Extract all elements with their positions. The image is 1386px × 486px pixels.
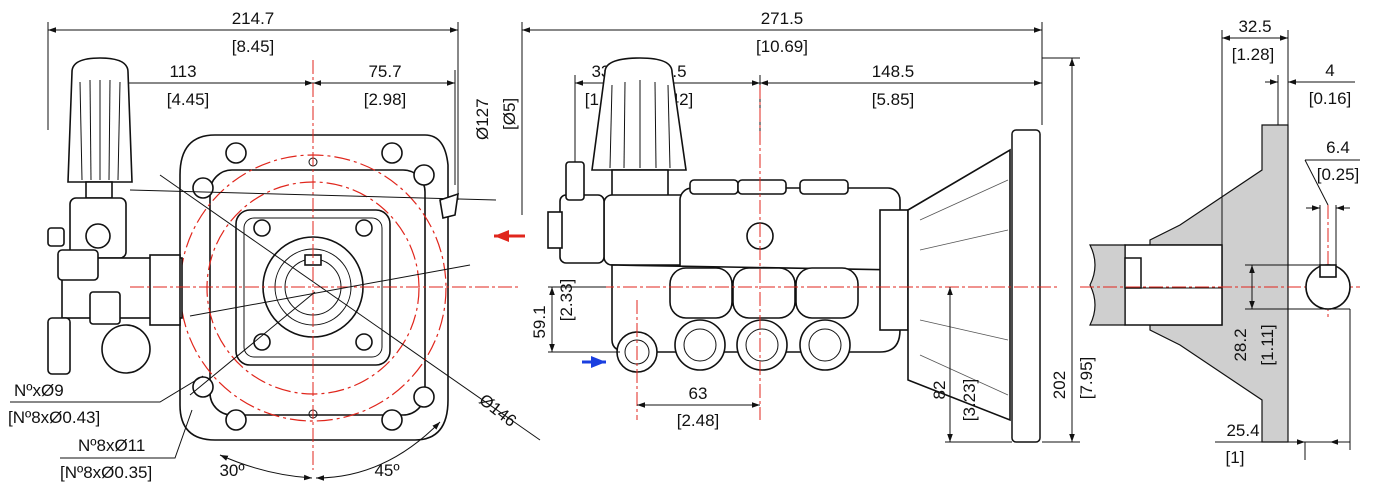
- dim-bolt-circle-in: [Ø5]: [500, 98, 519, 130]
- dim-angle-left: 30º: [219, 461, 244, 480]
- dim-outer-circle: Ø146: [476, 390, 520, 431]
- dim-holes-small-in: [Nº8xØ0.43]: [8, 408, 100, 427]
- dim-overall-width-in: [8.45]: [232, 37, 275, 56]
- dim-holes-large-in: [Nº8xØ0.35]: [60, 463, 152, 482]
- dim-right-offset-in: [2.98]: [364, 90, 407, 109]
- dim-flange-offset-in: [5.85]: [872, 90, 915, 109]
- dim-shaft-dia: 28.2: [1231, 328, 1250, 361]
- dim-left-offset: 113: [169, 62, 196, 81]
- dim-lip-in: [0.16]: [1309, 89, 1352, 108]
- dim-right-offset: 75.7: [368, 62, 401, 81]
- dim-overall-length-in: [10.69]: [756, 37, 808, 56]
- dim-angle-right: 45º: [374, 461, 399, 480]
- dim-shaft-height-in: [3.23]: [960, 379, 979, 422]
- dim-overall-height: 202: [1050, 371, 1069, 399]
- dim-bolt-circle: Ø127: [473, 98, 492, 140]
- section-view: 32.5 [1.28] 4 [0.16] 6.4 [0.25] 28.2 [1.…: [1080, 17, 1360, 467]
- dim-flange-width-in: [1.28]: [1232, 45, 1275, 64]
- unloader-valve: [47, 57, 183, 375]
- dim-inlet-height-in: [2.33]: [557, 279, 576, 322]
- dim-inlet-height: 59.1: [530, 305, 549, 338]
- dim-holes-large: Nº8xØ11: [78, 436, 145, 455]
- dim-holes-small: NºxØ9: [14, 381, 64, 400]
- dim-lip: 4: [1325, 61, 1334, 80]
- side-view: 271.5 [10.69] 33.2 [1.31] 61.5 [2.42] 14…: [521, 9, 1096, 443]
- dim-flange-offset: 148.5: [872, 62, 915, 81]
- dim-key-width-in: [0.25]: [1317, 165, 1360, 184]
- dim-port-spacing: 63: [689, 384, 708, 403]
- dim-overall-height-in: [7.95]: [1077, 357, 1096, 400]
- dim-flange-width: 32.5: [1238, 17, 1271, 36]
- dim-left-offset-in: [4.45]: [167, 90, 210, 109]
- dim-shaft-height: 82: [930, 381, 949, 400]
- dim-overall-width: 214.7: [232, 9, 275, 28]
- dim-key-width: 6.4: [1326, 138, 1350, 157]
- dim-port-spacing-in: [2.48]: [677, 411, 720, 430]
- dim-bottom: 25.4: [1226, 421, 1259, 440]
- dim-bottom-in: [1]: [1226, 448, 1245, 467]
- dim-overall-length: 271.5: [761, 9, 804, 28]
- dim-shaft-dia-in: [1.11]: [1258, 324, 1277, 365]
- front-view: 214.7 [8.45] 113 [4.45] 75.7 [2.98] Ø127…: [8, 9, 541, 482]
